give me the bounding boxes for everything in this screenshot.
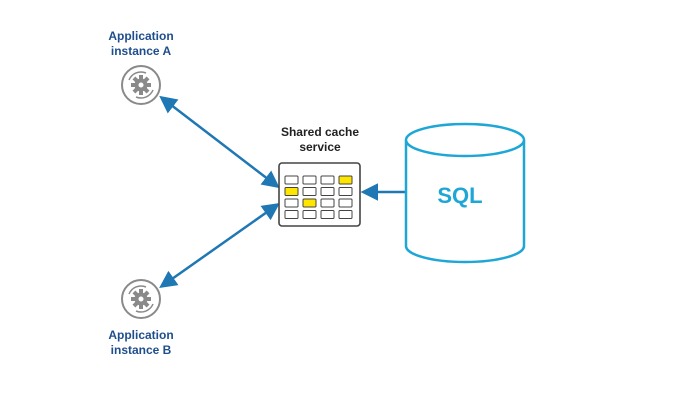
table-grid-icon [278,162,361,227]
gear-tooth [139,75,143,80]
gear-icon [121,279,161,319]
app-a-label: Application instance A [108,29,174,58]
cache-cell [302,187,317,196]
cache-cell [284,175,299,185]
cache-cell [302,175,317,185]
gear-tooth [139,289,143,294]
sql-label: SQL [437,183,482,208]
gear-tooth [139,90,143,95]
cache-cell [284,198,299,208]
cache-cell [320,198,335,208]
gear-icon [121,65,161,105]
cache-cell [302,210,317,219]
arrow-app-a-cache [159,95,280,189]
cache-cell [338,187,353,196]
gear-tooth [139,304,143,309]
cache-cell [320,210,335,219]
cache-cell [320,175,335,185]
database-cylinder-icon: SQL [404,122,526,264]
cache-cell [338,198,353,208]
cache-cell [338,175,353,185]
cache-cell [338,210,353,219]
cache-cell [320,187,335,196]
cache-cell [302,198,317,208]
cache-cell [284,187,299,196]
arrow-app-b-cache [159,202,280,289]
app-b-label: Application instance B [108,328,174,357]
cache-cell [284,210,299,219]
cache-label: Shared cache service [280,125,360,154]
